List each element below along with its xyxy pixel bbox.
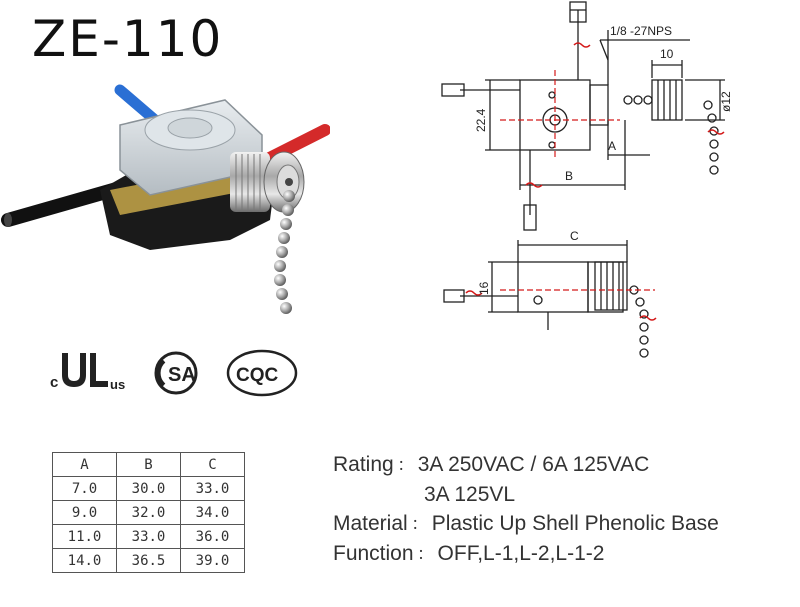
ul-listed-icon: c us: [50, 353, 125, 392]
dim-12-label: ø12: [719, 91, 733, 112]
table-row: 14.0 36.5 39.0: [52, 548, 245, 573]
dim-b-label: B: [565, 169, 573, 183]
rating-value: 3A 250VAC / 6A 125VAC: [417, 453, 650, 476]
rating-row: Rating： 3A 250VAC / 6A 125VAC: [333, 450, 719, 480]
dim-c-label: C: [570, 229, 579, 243]
rating-value-2: 3A 125VL: [424, 482, 516, 506]
table-cell: 14.0: [52, 548, 117, 573]
material-label: Material: [333, 511, 408, 535]
table-cell: 7.0: [52, 476, 117, 501]
product-title: ZE-110: [32, 10, 224, 68]
separator: ：: [397, 456, 412, 473]
certification-logos: c us SA CQC: [50, 349, 298, 397]
side-view-body: [517, 261, 589, 313]
function-label: Function: [333, 541, 414, 565]
function-value: OFF,L-1,L-2,L-1-2: [437, 541, 605, 565]
table-cell: 36.0: [180, 524, 245, 549]
svg-text:SA: SA: [168, 364, 196, 386]
material-value: Plastic Up Shell Phenolic Base: [431, 511, 719, 535]
table-cell: 33.0: [116, 524, 181, 549]
pull-chain: [274, 190, 295, 314]
table-cell: 39.0: [180, 548, 245, 573]
material-row: Material： Plastic Up Shell Phenolic Base: [333, 509, 719, 539]
table-row: 9.0 32.0 34.0: [52, 500, 245, 525]
blue-wire: [114, 84, 161, 126]
rating-row-2: 3A 125VL: [333, 480, 719, 509]
table-cell: 9.0: [52, 500, 117, 525]
thread-label: 1/8 -27NPS: [610, 24, 672, 38]
table-cell: 30.0: [116, 476, 181, 501]
svg-text:us: us: [110, 377, 125, 392]
csa-icon: SA: [154, 351, 198, 395]
dimension-table: A B C 7.0 30.0 33.0 9.0 32.0 34.0 11.0 3…: [52, 452, 245, 573]
svg-text:CQC: CQC: [236, 365, 279, 386]
table-header-row: A B C: [52, 452, 245, 477]
table-row: 7.0 30.0 33.0: [52, 476, 245, 501]
dim-16-label: 16: [477, 281, 491, 295]
svg-text:c: c: [50, 374, 58, 391]
separator: ：: [411, 515, 426, 532]
spec-block: Rating：3A 250VAC / 6A 125VAC 3A 125VL Ma…: [333, 450, 719, 569]
table-header: B: [116, 452, 181, 477]
table-cell: 11.0: [52, 524, 117, 549]
cqc-icon: CQC: [226, 349, 298, 397]
table-header: C: [180, 452, 245, 477]
table-cell: 33.0: [180, 476, 245, 501]
table-cell: 34.0: [180, 500, 245, 525]
rating-label: Rating: [333, 453, 394, 476]
dim-10-label: 10: [660, 47, 674, 61]
table-header: A: [52, 452, 117, 477]
top-view-nut: [651, 79, 683, 121]
technical-drawings: 1/8 -27NPS 10 ø12 22.4 A B C 16: [441, 1, 733, 358]
side-view-nut: [594, 261, 628, 311]
table-cell: 32.0: [116, 500, 181, 525]
dim-22-4-label: 22.4: [474, 108, 488, 132]
table-row: 11.0 33.0 36.0: [52, 524, 245, 549]
dim-a-label: A: [608, 139, 616, 153]
switch-photo: [1, 84, 330, 314]
table-cell: 36.5: [116, 548, 181, 573]
function-row: Function： OFF,L-1,L-2,L-1-2: [333, 539, 719, 569]
separator: ：: [417, 545, 432, 562]
